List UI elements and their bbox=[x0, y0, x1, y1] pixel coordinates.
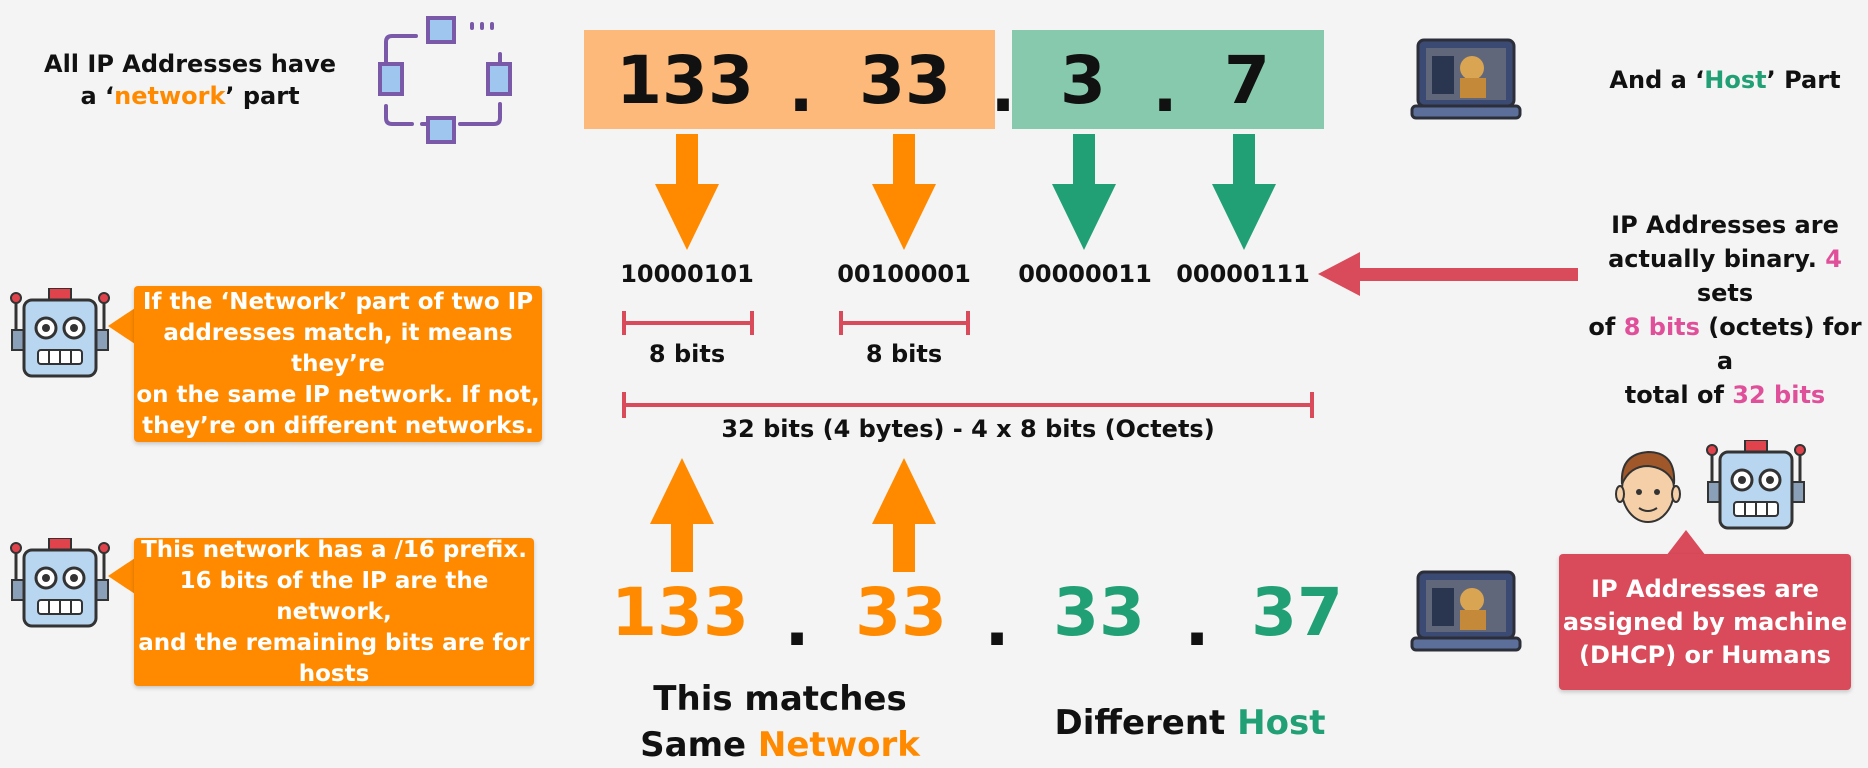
laptop-icon bbox=[1410, 570, 1522, 652]
bottom-octet-4: 37 bbox=[1251, 574, 1343, 651]
binary-octet-1: 10000101 bbox=[620, 260, 754, 288]
callout-3-pointer bbox=[1666, 530, 1706, 556]
callout-3-line: assigned by machine bbox=[1562, 607, 1848, 636]
callout-3-line: IP Addresses are bbox=[1591, 574, 1819, 603]
network-note-word: network bbox=[114, 82, 226, 110]
different-host-word: Host bbox=[1237, 703, 1326, 743]
down-arrow-2 bbox=[872, 134, 936, 250]
different-host-pre: Different bbox=[1054, 703, 1238, 743]
binary-octet-3: 00000011 bbox=[1018, 260, 1152, 288]
person-icon bbox=[1615, 450, 1681, 523]
binary-pointer-arrow bbox=[1318, 252, 1578, 296]
top-octet-4: 7 bbox=[1224, 42, 1270, 119]
robot-icon bbox=[10, 288, 110, 378]
same-network-line2: Same Network bbox=[600, 722, 960, 768]
bottom-dot-2: . bbox=[984, 584, 1010, 661]
different-host-caption: Different Host bbox=[1040, 700, 1340, 746]
robot-icon bbox=[1706, 440, 1806, 530]
bits-bracket-1 bbox=[622, 311, 754, 335]
binary-octet-2: 00100001 bbox=[837, 260, 971, 288]
total-bits-label: 32 bits (4 bytes) - 4 x 8 bits (Octets) bbox=[721, 415, 1215, 443]
top-octet-1: 133 bbox=[616, 42, 754, 119]
binary-note-line3: of 8 bits (octets) for a bbox=[1582, 310, 1868, 378]
bottom-octet-1: 133 bbox=[611, 574, 749, 651]
top-dot-3: . bbox=[1152, 50, 1178, 127]
binary-note-line2: actually binary. 4 sets bbox=[1582, 242, 1868, 310]
callout-1-pointer bbox=[108, 306, 138, 346]
network-part-note: All IP Addresses have a ‘network’ part bbox=[40, 48, 340, 112]
bits-label-1: 8 bits bbox=[648, 340, 726, 368]
down-arrow-1 bbox=[655, 134, 719, 250]
binary-note-l3-num: 8 bits bbox=[1623, 313, 1700, 341]
network-note-line2: a ‘network’ part bbox=[40, 80, 340, 112]
bottom-dot-1: . bbox=[784, 584, 810, 661]
host-part-box bbox=[1012, 30, 1324, 129]
bottom-dot-3: . bbox=[1184, 584, 1210, 661]
same-network-word: Network bbox=[757, 725, 920, 765]
callout-2-pointer bbox=[108, 556, 138, 596]
network-note-post: ’ part bbox=[225, 82, 300, 110]
up-arrow-2 bbox=[872, 458, 936, 572]
binary-note-l2-num: 4 bbox=[1825, 245, 1842, 273]
network-topology-icon bbox=[378, 16, 512, 144]
same-network-line1: This matches bbox=[653, 679, 907, 719]
callout-1-line: on the same IP network. If not, bbox=[136, 381, 540, 408]
assignment-callout: IP Addresses are assigned by machine (DH… bbox=[1559, 554, 1851, 690]
bottom-octet-2: 33 bbox=[855, 574, 947, 651]
binary-note-l2-post: sets bbox=[1696, 279, 1754, 307]
same-network-caption: This matches Same Network bbox=[600, 676, 960, 768]
robot-icon bbox=[10, 538, 110, 628]
callout-1-line: addresses match, it means they’re bbox=[163, 319, 513, 377]
network-note-line1: All IP Addresses have bbox=[44, 50, 336, 78]
network-part-box bbox=[584, 30, 995, 129]
callout-1-line: they’re on different networks. bbox=[142, 412, 534, 439]
top-octet-3: 3 bbox=[1060, 42, 1106, 119]
total-bits-bracket bbox=[622, 392, 1314, 418]
binary-note: IP Addresses are actually binary. 4 sets… bbox=[1582, 208, 1868, 412]
bits-label-2: 8 bits bbox=[865, 340, 943, 368]
binary-note-l3-pre: of bbox=[1588, 313, 1624, 341]
prefix-callout: This network has a /16 prefix. 16 bits o… bbox=[134, 536, 534, 687]
bits-bracket-2 bbox=[839, 311, 970, 335]
up-arrow-1 bbox=[650, 458, 714, 572]
callout-1-line: If the ‘Network’ part of two IP bbox=[142, 288, 534, 315]
callout-3-line: (DHCP) or Humans bbox=[1579, 640, 1831, 669]
top-dot-1: . bbox=[788, 50, 814, 127]
host-part-note: And a ‘Host’ Part bbox=[1600, 64, 1850, 96]
laptop-icon bbox=[1410, 38, 1522, 120]
host-note-post: ’ Part bbox=[1766, 66, 1841, 94]
down-arrow-4 bbox=[1212, 134, 1276, 250]
top-octet-2: 33 bbox=[859, 42, 951, 119]
network-match-callout: If the ‘Network’ part of two IP addresse… bbox=[134, 286, 542, 442]
callout-2-line: This network has a /16 prefix. bbox=[141, 536, 527, 563]
down-arrow-3 bbox=[1052, 134, 1116, 250]
same-network-pre: Same bbox=[640, 725, 758, 765]
binary-note-l3-post: (octets) for a bbox=[1699, 313, 1862, 375]
host-note-word: Host bbox=[1704, 66, 1767, 94]
callout-2-line: hosts bbox=[298, 660, 370, 687]
binary-note-line4: total of 32 bits bbox=[1582, 378, 1868, 412]
binary-note-l2-pre: actually binary. bbox=[1608, 245, 1826, 273]
network-note-pre: a ‘ bbox=[80, 82, 115, 110]
binary-note-l4-pre: total of bbox=[1624, 381, 1733, 409]
top-dot-2: . bbox=[990, 50, 1016, 127]
callout-2-line: 16 bits of the IP are the network, bbox=[179, 567, 489, 625]
host-note-pre: And a ‘ bbox=[1609, 66, 1705, 94]
binary-note-line1: IP Addresses are bbox=[1611, 211, 1839, 239]
binary-note-l4-num: 32 bits bbox=[1732, 381, 1826, 409]
binary-octet-4: 00000111 bbox=[1176, 260, 1310, 288]
callout-2-line: and the remaining bits are for bbox=[138, 629, 530, 656]
bottom-octet-3: 33 bbox=[1053, 574, 1145, 651]
